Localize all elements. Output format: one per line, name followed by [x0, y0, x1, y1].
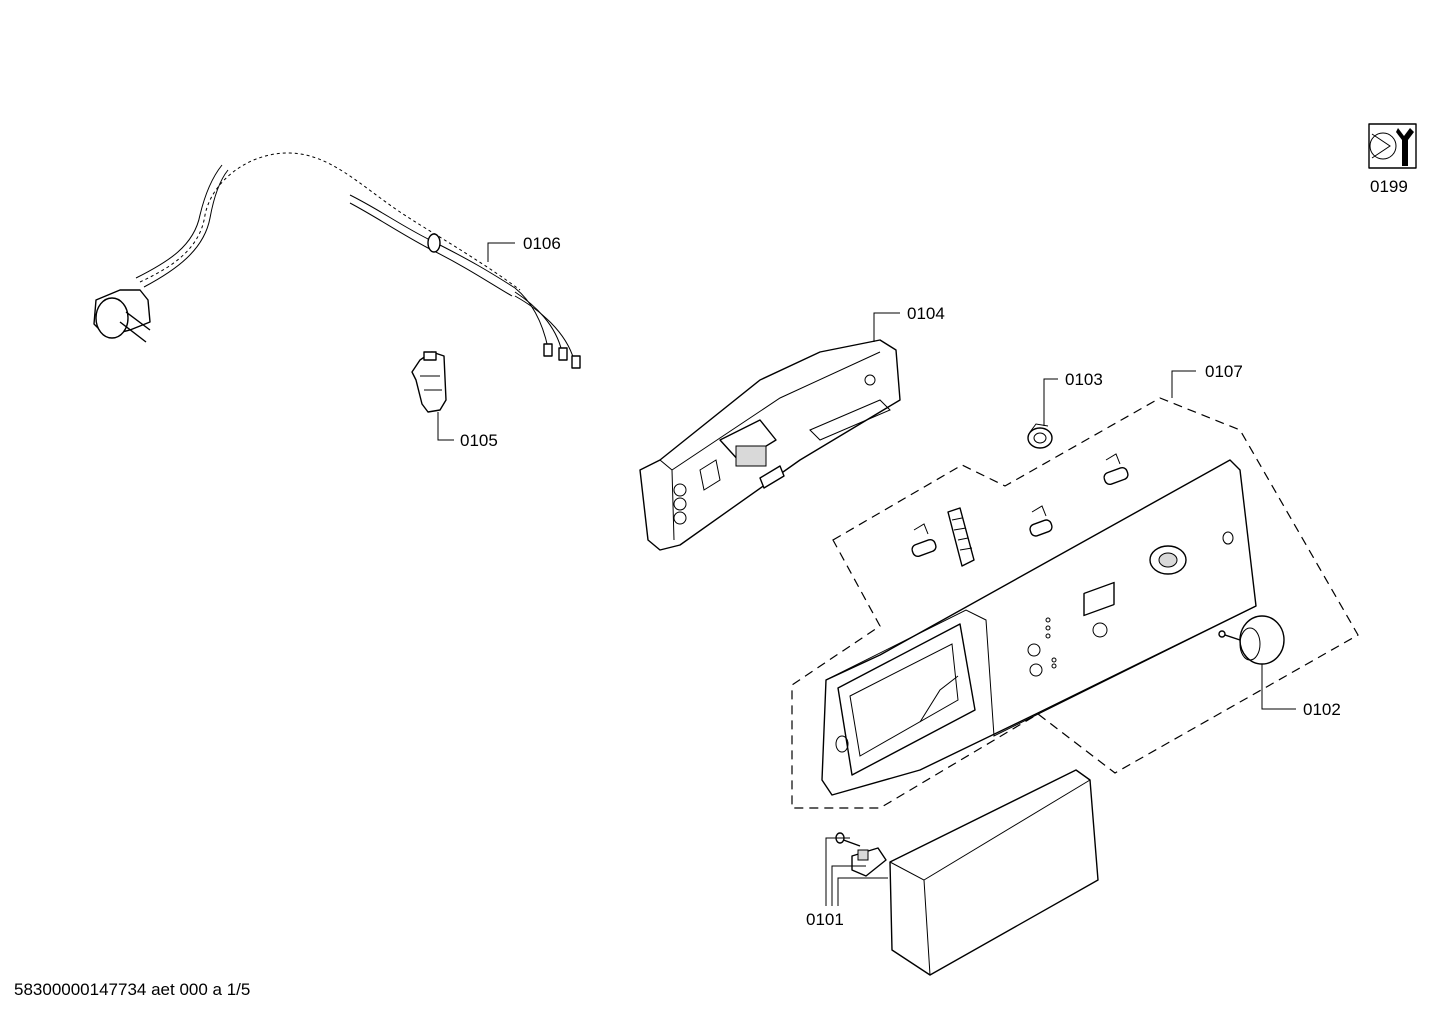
programme-knob[interactable] [1218, 615, 1285, 665]
control-panel-fascia[interactable] [821, 459, 1257, 796]
control-module[interactable] [639, 339, 901, 551]
part-label-0199[interactable]: 0199 [1370, 177, 1408, 196]
part-label-0104[interactable]: 0104 [907, 304, 945, 323]
screw-and-clip[interactable] [835, 832, 887, 877]
part-label-0106[interactable]: 0106 [523, 234, 561, 253]
part-label-0107[interactable]: 0107 [1205, 362, 1243, 381]
button-pins[interactable] [911, 453, 1130, 567]
power-cord[interactable] [93, 152, 581, 369]
part-label-0105[interactable]: 0105 [460, 431, 498, 450]
part-label-0102[interactable]: 0102 [1303, 700, 1341, 719]
service-wrench-icon[interactable] [1368, 123, 1417, 169]
knob-bushing[interactable] [1027, 423, 1053, 449]
suppression-filter[interactable] [411, 351, 447, 413]
assembly-outline [791, 397, 1359, 809]
part-label-0101[interactable]: 0101 [806, 910, 844, 929]
drawing-reference-number: 58300000147734 aet 000 a 1/5 [14, 980, 251, 999]
drawer-handle[interactable] [889, 769, 1099, 976]
part-label-0103[interactable]: 0103 [1065, 370, 1103, 389]
